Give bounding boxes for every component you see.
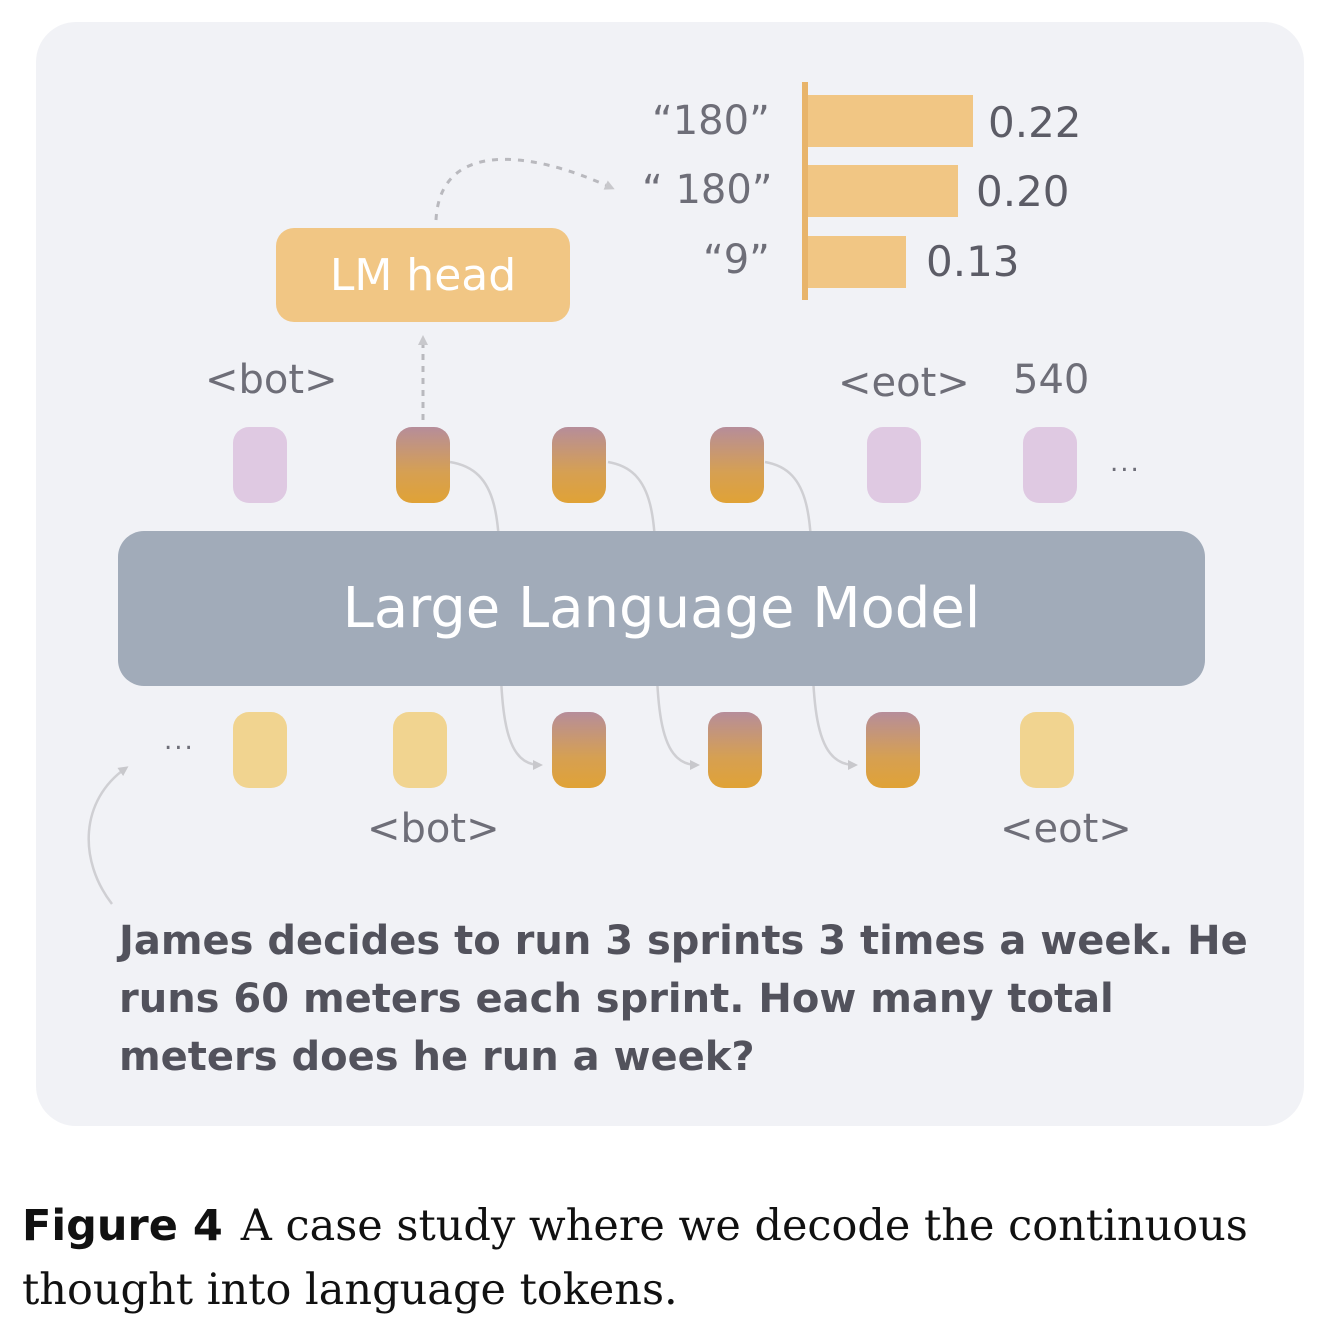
input-thought-token-2 bbox=[708, 712, 762, 788]
prob-label-2: 0.20 bbox=[976, 167, 1070, 216]
input-token-bot bbox=[393, 712, 447, 788]
output-thought-token-3 bbox=[710, 427, 764, 503]
output-bot-label: <bot> bbox=[205, 357, 338, 403]
output-token-eot bbox=[867, 427, 921, 503]
output-token-bot bbox=[233, 427, 287, 503]
prob-label-1: 0.22 bbox=[988, 98, 1082, 147]
question-text: James decides to run 3 sprints 3 times a… bbox=[119, 918, 1248, 1080]
prob-label-3: 0.13 bbox=[926, 237, 1020, 286]
probability-bars bbox=[808, 95, 973, 288]
probability-bar-1 bbox=[808, 95, 973, 147]
output-ellipsis: ... bbox=[1110, 448, 1141, 478]
output-thought-token-2 bbox=[552, 427, 606, 503]
output-eot-label: <eot> bbox=[838, 360, 970, 406]
caption-prefix: Figure 4 bbox=[22, 1201, 223, 1251]
output-thought-token-1 bbox=[396, 427, 450, 503]
question-to-inputs-arrow bbox=[87, 766, 129, 905]
decoded-token-2: “ 180” bbox=[642, 167, 773, 213]
input-ellipsis: ... bbox=[164, 726, 195, 756]
input-token-eot bbox=[1020, 712, 1074, 788]
decoded-token-1: “180” bbox=[652, 98, 770, 144]
probability-bar-2 bbox=[808, 165, 958, 217]
caption-text: A case study where we decode the continu… bbox=[22, 1201, 1248, 1315]
input-thought-token-3 bbox=[866, 712, 920, 788]
large-language-model-box: Large Language Model bbox=[118, 531, 1205, 686]
input-bot-label: <bot> bbox=[367, 806, 500, 852]
lm-head-box: LM head bbox=[276, 228, 570, 322]
lmhead-to-tokens-arrow bbox=[434, 157, 615, 221]
input-eot-label: <eot> bbox=[1000, 806, 1132, 852]
output-token-answer bbox=[1023, 427, 1077, 503]
decoded-token-3: “9” bbox=[703, 237, 770, 283]
input-thought-token-1 bbox=[552, 712, 606, 788]
probability-bar-3 bbox=[808, 236, 906, 288]
output-answer-label: 540 bbox=[1013, 357, 1090, 403]
input-token-1 bbox=[233, 712, 287, 788]
